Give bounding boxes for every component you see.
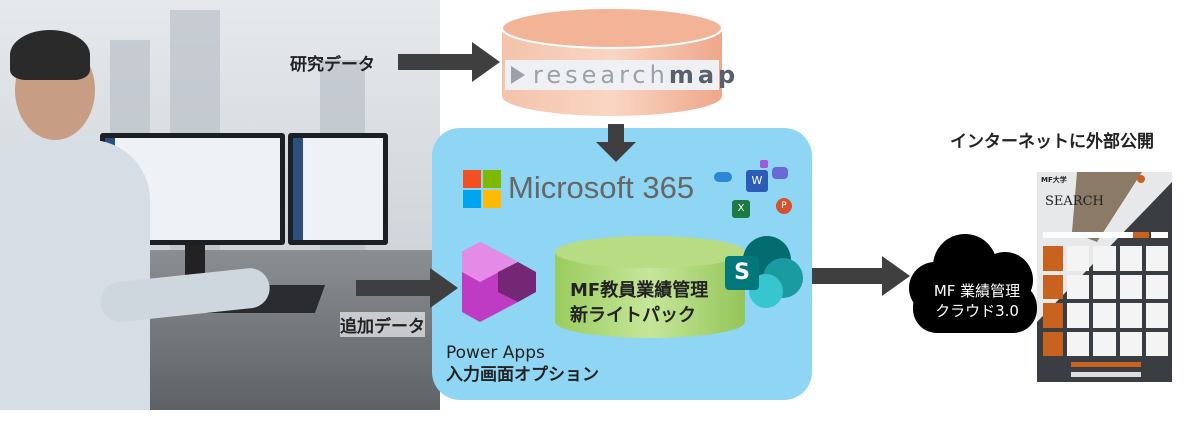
power-apps-label: Power Apps 入力画面オプション [446, 342, 599, 386]
onenote-icon [760, 160, 768, 168]
public-internet-label: インターネットに外部公開 [950, 132, 1154, 152]
mockup-more-button [1071, 362, 1141, 367]
power-apps-subtitle: 入力画面オプション [446, 365, 599, 385]
power-apps-title: Power Apps [446, 343, 545, 363]
mockup-search-button [1133, 232, 1149, 238]
play-icon [511, 66, 525, 84]
cloud-line2: クラウド3.0 [935, 302, 1019, 320]
researchmap-logo: researchmap [505, 60, 735, 90]
researchmap-logo-text: research [533, 61, 669, 89]
research-data-label: 研究データ [290, 55, 375, 75]
product-database [555, 236, 745, 338]
product-name-line1: MF教員業績管理 [570, 280, 709, 301]
person-hair [10, 30, 90, 80]
researchmap-database [502, 8, 722, 116]
mockup-filter-button [1151, 232, 1168, 238]
word-icon: W [746, 170, 768, 192]
arrow-down-icon [596, 124, 636, 162]
mockup-search-input [1043, 232, 1133, 238]
microsoft365-title: Microsoft 365 [508, 170, 695, 205]
power-apps-icon [462, 242, 536, 322]
teams-icon [772, 167, 788, 179]
person [0, 140, 150, 410]
sharepoint-icon: S [725, 236, 805, 316]
researchmap-logo-bold: map [668, 61, 740, 89]
cloud-service-label: MF 業績管理 クラウド3.0 [918, 281, 1036, 321]
powerpoint-icon: P [776, 198, 792, 214]
product-name-line2: 新ライトパック [570, 305, 696, 326]
cloud-icon [909, 234, 1037, 333]
onedrive-icon [714, 172, 732, 182]
mockup-footer-input [1071, 372, 1141, 377]
arrow-right-icon [356, 268, 458, 308]
website-mockup: MF大学 SEARCH [1037, 172, 1172, 382]
excel-icon: X [732, 200, 750, 218]
mockup-avatar [1137, 175, 1145, 183]
arrow-right-icon [812, 256, 910, 296]
mockup-grid [1043, 246, 1168, 356]
product-name: MF教員業績管理 新ライトパック [570, 278, 708, 328]
mockup-brand: MF大学 [1041, 176, 1067, 184]
additional-data-label: 追加データ [340, 312, 425, 337]
cloud-line1: MF 業績管理 [933, 282, 1021, 300]
mockup-heading: SEARCH [1045, 194, 1104, 209]
monitor-stand [185, 245, 205, 280]
office-apps-icons: W X P [712, 160, 807, 220]
monitor-right [288, 133, 388, 245]
arrow-right-icon [398, 42, 500, 82]
microsoft-logo-icon [463, 170, 501, 208]
